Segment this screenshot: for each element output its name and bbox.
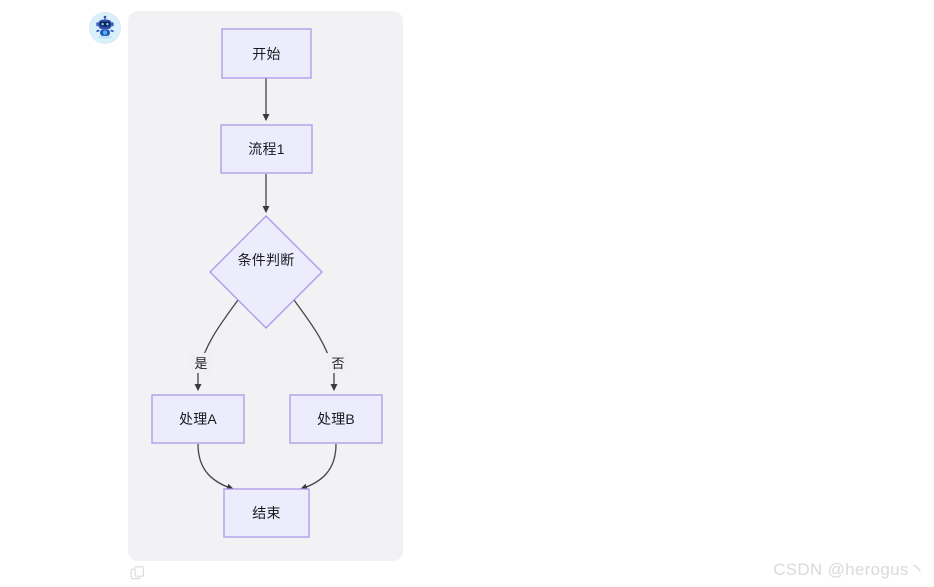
node-processB[interactable]	[289, 394, 383, 444]
assistant-avatar	[90, 13, 120, 43]
edge-processB-to-end	[300, 443, 337, 491]
robot-avatar-icon	[90, 13, 120, 43]
flowchart-canvas-panel[interactable]: 开始 流程1 条件判断 处理A 处理B 结束 是 否	[128, 11, 403, 561]
edge-condition-to-processB	[293, 299, 335, 373]
node-end[interactable]	[223, 488, 310, 538]
node-processA[interactable]	[151, 394, 245, 444]
flowchart-svg	[151, 28, 383, 538]
node-condition[interactable]	[209, 215, 323, 329]
edge-processA-to-end	[197, 443, 234, 491]
flowchart-diagram[interactable]: 开始 流程1 条件判断 处理A 处理B 结束 是 否	[128, 11, 403, 561]
node-process1[interactable]	[220, 124, 313, 174]
node-start[interactable]	[221, 28, 312, 79]
copy-icon	[130, 566, 144, 580]
copy-button[interactable]	[130, 565, 146, 581]
watermark-text: CSDN @herogus丶	[773, 560, 926, 579]
node-layer	[151, 28, 383, 538]
edge-condition-to-processA	[197, 299, 239, 373]
edge-layer	[194, 78, 338, 491]
